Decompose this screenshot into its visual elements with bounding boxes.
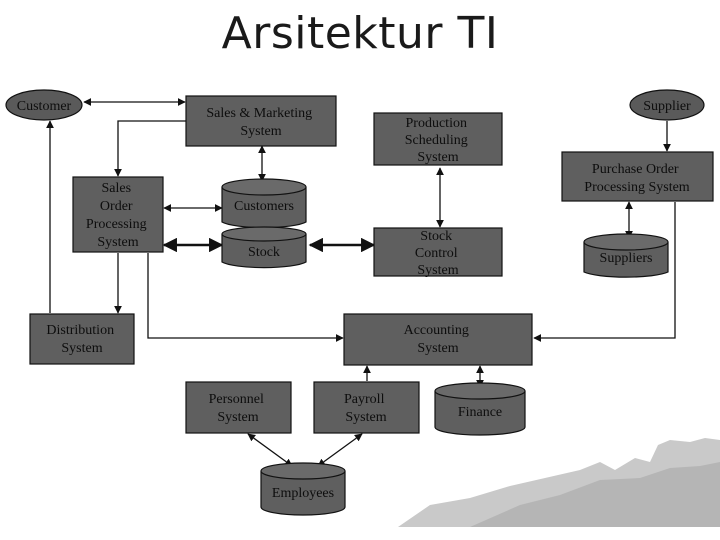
label-sales-marketing: Sales & Marketing System [206, 106, 315, 139]
node-production-scheduling-system [373, 112, 503, 166]
node-sales-marketing-system [185, 95, 337, 147]
label-distribution: Distribution System [46, 323, 117, 356]
label-suppliers-db: Suppliers [600, 251, 653, 266]
label-production-scheduling: Production Scheduling System [405, 116, 472, 165]
node-personnel-system [185, 381, 292, 434]
mountain-shade [470, 462, 720, 527]
edge-purchase-order-accounting [533, 202, 676, 342]
edge-payroll-employees [317, 433, 363, 467]
label-finance-db: Finance [458, 405, 502, 420]
label-employees-db: Employees [272, 486, 334, 501]
edge-personnel-employees [247, 433, 293, 467]
db-customers [221, 178, 307, 229]
label-payroll: Payroll System [344, 392, 388, 425]
label-purchase-order: Purchase Order Processing System [584, 162, 690, 195]
db-finance [434, 382, 526, 436]
label-personnel: Personnel System [209, 392, 268, 425]
node-sales-order-processing-system [72, 176, 164, 253]
svg-text:Customer: Customer [17, 99, 72, 114]
node-customer: Customer [5, 89, 83, 121]
node-distribution-system [29, 313, 135, 365]
svg-text:Supplier: Supplier [643, 99, 691, 114]
connectors [46, 98, 676, 467]
node-stock-control-system [373, 227, 503, 277]
db-suppliers [583, 233, 669, 278]
node-purchase-order-processing-system [561, 151, 714, 202]
node-supplier: Supplier [629, 89, 705, 121]
db-employees [260, 462, 346, 516]
label-stock-control: Stock Control System [415, 229, 461, 278]
label-customers-db: Customers [234, 199, 294, 214]
edge-sales-order-accounting [147, 253, 344, 342]
page-title: Arsitektur TI [221, 8, 499, 59]
label-sales-order: Sales Order Processing System [86, 181, 150, 250]
node-payroll-system [313, 381, 420, 434]
edge-sales-marketing-sales-order [114, 120, 186, 177]
db-stock [221, 226, 307, 269]
node-accounting-system [343, 313, 533, 366]
label-accounting: Accounting System [404, 323, 473, 356]
label-stock-db: Stock [248, 245, 280, 260]
